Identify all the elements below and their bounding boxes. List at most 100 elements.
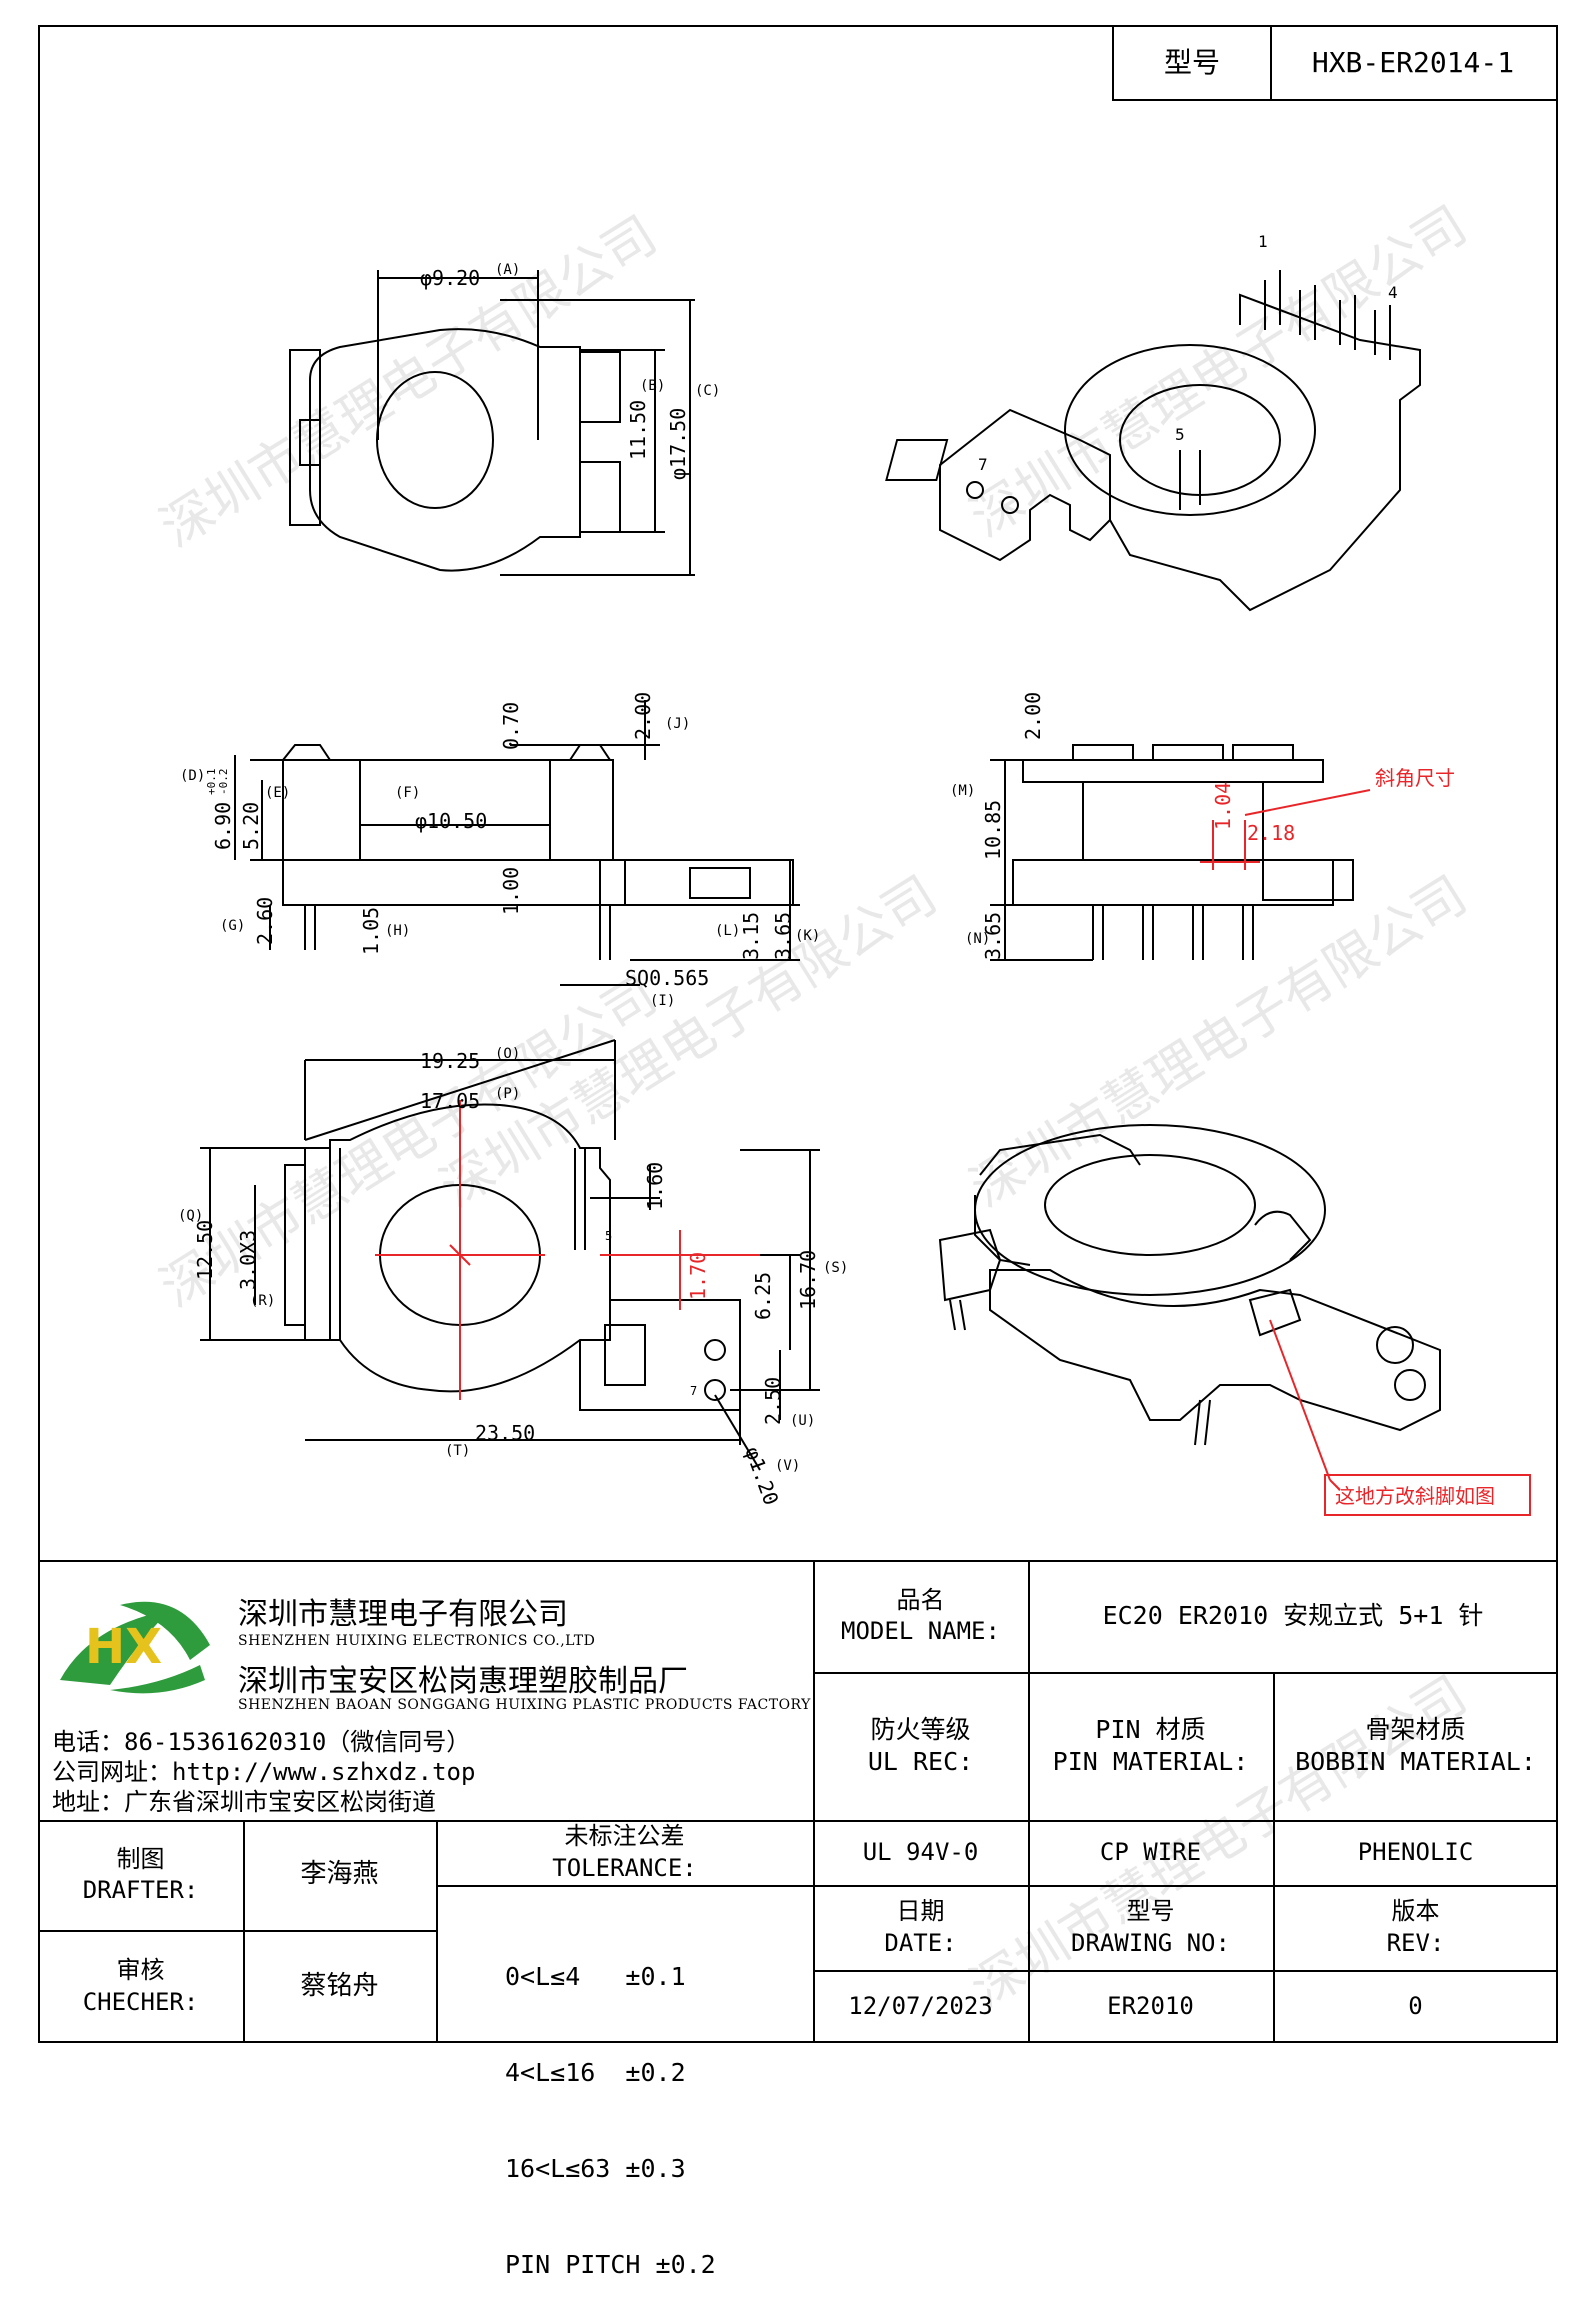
dim-j: 2.00 [631, 692, 655, 740]
model-label-cell: 型号 [1112, 25, 1272, 101]
front-view [990, 744, 1354, 961]
drawing-no-label-cn: 型号 [1126, 1897, 1175, 1926]
dim-104: 1.04 [1211, 782, 1235, 830]
dim-f: φ10.50 [415, 809, 487, 833]
rev-value: 0 [1408, 1991, 1423, 2020]
dim-tag-d: (D) [180, 768, 205, 784]
date-value-cell: 12/07/2023 [813, 1970, 1028, 2043]
tolerance-table: 0<L≤4 ±0.1 4<L≤16 ±0.2 16<L≤63 ±0.3 PIN … [505, 1897, 716, 2313]
drafter-name-cell: 李海燕 [243, 1820, 436, 1930]
rev-label: 版本 REV: [1273, 1885, 1558, 1970]
fire-rating-label-en: UL REC: [867, 1747, 974, 1776]
drawing-sheet [38, 25, 1558, 2043]
pin-material-label-en: PIN MATERIAL: [1052, 1747, 1249, 1776]
checker-label-en: CHECHER: [82, 1987, 199, 2016]
title-block-divider [243, 1820, 245, 2043]
pin-material-value-cell: CP WIRE [1028, 1820, 1273, 1885]
product-name-label-en: MODEL NAME: [841, 1617, 1000, 1645]
tolerance-label-cn: 未标注公差 [564, 1822, 685, 1851]
dim-e: 5.20 [239, 802, 263, 850]
pin-label-4: 4 [1388, 283, 1398, 302]
rev-value-cell: 0 [1273, 1970, 1558, 2043]
dim-tag-r: (R) [250, 1293, 275, 1309]
bobbin-material-value: PHENOLIC [1357, 1837, 1474, 1866]
side-view [234, 700, 800, 986]
dim-625: 6.25 [751, 1272, 775, 1320]
drawing-no-value-cell: ER2010 [1028, 1970, 1273, 2043]
company-address: 地址：广东省深圳市宝安区松岗街道 [52, 1788, 436, 1816]
tolerance-label-en: TOLERANCE: [552, 1853, 697, 1882]
title-block-divider [436, 1820, 438, 2043]
dim-tag-q: (Q) [178, 1208, 203, 1224]
company-website: 公司网址：http://www.szhxdz.top [52, 1758, 476, 1786]
title-block-divider [38, 1820, 1558, 1822]
drafter-name: 李海燕 [300, 1859, 379, 1890]
fire-rating-value: UL 94V-0 [862, 1837, 979, 1866]
date-value: 12/07/2023 [848, 1991, 993, 2020]
date-label-en: DATE: [884, 1928, 957, 1957]
title-block-divider [813, 1672, 1558, 1674]
model-value-cell: HXB-ER2014-1 [1270, 25, 1558, 101]
company-name-cn: 深圳市慧理电子有限公司 [238, 1597, 568, 1632]
iso-bottom-view [938, 1124, 1441, 1446]
title-block-divider [813, 1885, 1558, 1887]
rev-label-en: REV: [1386, 1928, 1445, 1957]
model-value: HXB-ER2014-1 [1311, 45, 1515, 79]
company-phone: 电话：86-15361620310（微信同号） [52, 1728, 471, 1756]
tolerance-line: PIN PITCH ±0.2 [505, 2250, 716, 2279]
dim-tag-m: (M) [950, 783, 975, 799]
title-block-divider [813, 1970, 1558, 1972]
dim-tag-g: (G) [220, 918, 245, 934]
dim-k: 3.65 [771, 912, 795, 960]
title-block-divider [38, 1930, 436, 1932]
checker-name-cell: 蔡铭舟 [243, 1930, 436, 2043]
dim-tag-h: (H) [385, 923, 410, 939]
dim-i: SQ0.565 [625, 966, 709, 990]
bottom-pin-7: 7 [690, 1384, 697, 1398]
tolerance-label: 未标注公差 TOLERANCE: [436, 1820, 813, 1885]
drawing-no-value: ER2010 [1107, 1991, 1194, 2020]
dim-tag-c: (C) [695, 383, 720, 399]
dim-c: φ17.50 [666, 408, 690, 480]
dim-218: 2.18 [1247, 821, 1295, 845]
pin-material-label: PIN 材质 PIN MATERIAL: [1028, 1672, 1273, 1820]
dim-n: 3.65 [981, 912, 1005, 960]
date-label: 日期 DATE: [813, 1885, 1028, 1970]
dim-o: 19.25 [420, 1049, 480, 1073]
rev-label-cn: 版本 [1391, 1897, 1440, 1926]
product-name-value-cell: EC20 ER2010 安规立式 5+1 针 [1028, 1560, 1558, 1672]
dim-m: 10.85 [981, 800, 1005, 860]
bobbin-material-label-cn: 骨架材质 [1365, 1714, 1466, 1744]
drawing-no-label-en: DRAWING NO: [1071, 1928, 1230, 1957]
red-annotations [375, 789, 1531, 1516]
logo-text: HX [85, 1619, 162, 1675]
dim-r: 3.0X3 [236, 1230, 260, 1290]
dim-a: φ9.20 [420, 266, 480, 290]
dim-d-tol-up: +0.1 [205, 769, 218, 796]
tolerance-line: 16<L≤63 ±0.3 [505, 2154, 686, 2183]
dim-v: φ1.20 [740, 1444, 783, 1509]
dim-s: 16.70 [796, 1250, 820, 1310]
checker-name: 蔡铭舟 [300, 1970, 379, 2001]
title-block-divider [436, 1885, 813, 1887]
dim-tag-t: (T) [445, 1443, 470, 1459]
dim-q: 12.50 [193, 1220, 217, 1280]
checker-label: 审核 CHECHER: [38, 1930, 243, 2043]
top-view [289, 270, 695, 576]
title-block-divider [1273, 1672, 1275, 2043]
company-name-en: SHENZHEN HUIXING ELECTRONICS CO.,LTD [238, 1633, 596, 1649]
dim-tag-i: (I) [650, 993, 675, 1009]
drafter-label-en: DRAFTER: [82, 1876, 199, 1904]
dim-tag-s: (S) [823, 1260, 848, 1276]
bottom-pin-5: 5 [605, 1229, 612, 1243]
pin-material-value: CP WIRE [1099, 1837, 1202, 1866]
dim-g: 2.60 [253, 897, 277, 945]
technical-drawing: φ9.20 (A) 11.50 (B) φ17.50 (C) 1 4 5 7 6… [178, 232, 1531, 1516]
pin-label-1: 1 [1258, 232, 1268, 251]
dim-t: 23.50 [475, 1421, 535, 1445]
dim-tag-n: (N) [965, 931, 990, 947]
drawing-no-label: 型号 DRAWING NO: [1028, 1885, 1273, 1970]
dim-u: 2.50 [761, 1377, 785, 1425]
dim-tag-u: (U) [790, 1413, 815, 1429]
bobbin-material-value-cell: PHENOLIC [1273, 1820, 1558, 1885]
